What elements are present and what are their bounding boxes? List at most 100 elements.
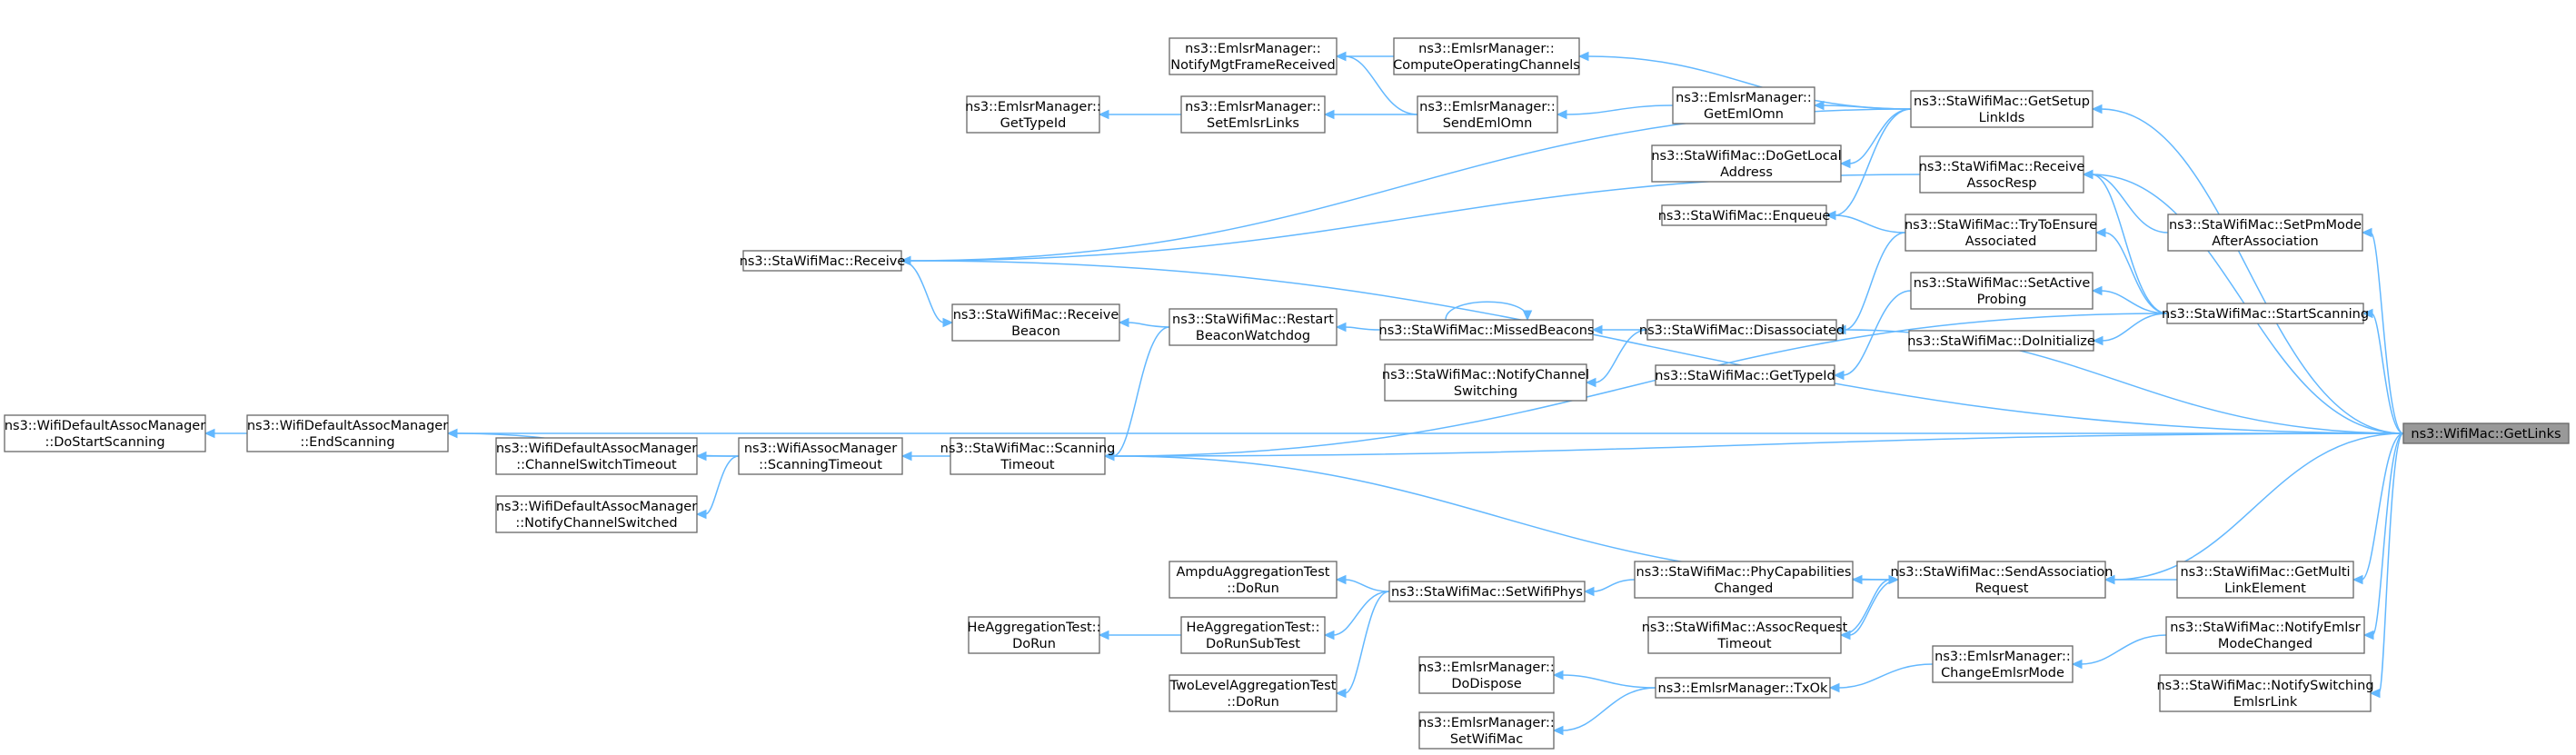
node-box <box>495 437 698 475</box>
edge-arrow <box>204 428 215 439</box>
node-eml-notifymgt[interactable]: ns3::EmlsrManager::NotifyMgtFrameReceive… <box>1169 37 1338 75</box>
node-eml-getemlomn[interactable]: ns3::EmlsrManager::GetEmlOmn <box>1672 86 1815 124</box>
edge-arrow <box>1098 109 1109 120</box>
edge-line <box>909 260 2404 434</box>
edge-arrow <box>1335 322 1347 333</box>
node-eml-dodispose[interactable]: ns3::EmlsrManager::DoDispose <box>1418 656 1555 694</box>
node-label: Beacon <box>1011 324 1060 339</box>
edge-root-to-sta-receive <box>900 255 2404 434</box>
node-eml-txok[interactable]: ns3::EmlsrManager::TxOk <box>1655 677 1831 699</box>
node-label: ::ChannelSwitchTimeout <box>516 458 677 472</box>
node-he-dorun[interactable]: HeAggregationTest::DoRun <box>968 616 1101 654</box>
node-label: DoRun <box>1012 637 1056 651</box>
node-label: ns3::StaWifiMac::DoInitialize <box>1907 334 2095 349</box>
node-label: AfterAssociation <box>2212 234 2318 249</box>
node-label: ns3::StaWifiMac::SetActive <box>1914 276 2091 291</box>
edge-arrow <box>1098 630 1109 641</box>
node-wam-scanto[interactable]: ns3::WifiAssocManager::ScanningTimeout <box>738 437 903 475</box>
node-sta-startscan[interactable]: ns3::StaWifiMac::StartScanning <box>2162 303 2369 324</box>
node-box <box>1388 581 1586 602</box>
node-box <box>1169 37 1338 75</box>
edge-arrow <box>1552 725 1564 736</box>
node-sta-missed[interactable]: ns3::StaWifiMac::MissedBeacons <box>1379 319 1595 341</box>
edge-sta-assocreqto-to-sta-sendassoc <box>1840 574 1900 636</box>
edge-sta-scanto-to-wam-scanto <box>900 451 950 462</box>
node-root[interactable]: ns3::WifiMac::GetLinks <box>2402 422 2570 444</box>
edge-arrow <box>1583 586 1595 597</box>
node-label: HeAggregationTest:: <box>968 621 1101 635</box>
node-sta-enqueue[interactable]: ns3::StaWifiMac::Enqueue <box>1658 204 1831 226</box>
edge-wdam-end-to-wdam-dostart <box>204 428 247 439</box>
edge-arrow <box>1577 51 1589 62</box>
node-box <box>1418 711 1555 750</box>
node-sta-setphys[interactable]: ns3::StaWifiMac::SetWifiPhys <box>1388 581 1586 602</box>
node-label: ns3::StaWifiMac::Disassociated <box>1639 323 1845 338</box>
edge-line <box>1565 104 1674 115</box>
edge-sta-notifyemlsr-to-eml-changemode <box>2071 634 2167 670</box>
edge-sta-getsetup-to-sta-dogetlocal <box>1839 108 1912 169</box>
edge-arrow <box>2362 308 2373 319</box>
edge-arrow <box>1556 109 1567 120</box>
node-label: ns3::EmlsrManager:: <box>965 100 1101 114</box>
node-label: ns3::EmlsrManager:: <box>1418 42 1555 56</box>
node-sta-setpm[interactable]: ns3::StaWifiMac::SetPmModeAfterAssociati… <box>2167 214 2363 252</box>
node-sta-receive[interactable]: ns3::StaWifiMac::Receive <box>740 250 906 272</box>
node-eml-sendeml[interactable]: ns3::EmlsrManager::SendEmlOmn <box>1417 95 1558 134</box>
node-ampdu-dorun[interactable]: AmpduAggregationTest::DoRun <box>1169 561 1338 599</box>
node-he-subtest[interactable]: HeAggregationTest::DoRunSubTest <box>1180 616 1326 654</box>
node-label: Request <box>1975 581 2029 596</box>
node-label: ns3::StaWifiMac::GetTypeId <box>1655 369 1835 383</box>
node-box <box>1180 95 1326 134</box>
node-label: ns3::StaWifiMac::MissedBeacons <box>1379 323 1595 338</box>
node-wdam-chswitch[interactable]: ns3::WifiDefaultAssocManager::ChannelSwi… <box>495 437 698 475</box>
node-sta-gettypeid[interactable]: ns3::StaWifiMac::GetTypeId <box>1655 364 1835 386</box>
edge-arrow <box>2352 574 2363 585</box>
node-sta-notifyswitch[interactable]: ns3::StaWifiMac::NotifySwitchingEmlsrLin… <box>2156 674 2374 712</box>
edge-eml-sendeml-to-eml-setlinks <box>1323 109 1417 120</box>
node-sta-doinit[interactable]: ns3::StaWifiMac::DoInitialize <box>1907 330 2095 352</box>
edge-arrow <box>2362 630 2374 641</box>
edge-line <box>1344 326 1381 331</box>
node-sta-disassoc[interactable]: ns3::StaWifiMac::Disassociated <box>1639 319 1845 341</box>
node-label: ns3::StaWifiMac::NotifyEmlsr <box>2170 621 2361 635</box>
edge-arrow <box>2104 574 2115 585</box>
node-label: ns3::StaWifiMac::NotifySwitching <box>2156 679 2373 693</box>
node-wdam-end[interactable]: ns3::WifiDefaultAssocManager::EndScannin… <box>246 414 449 452</box>
node-sta-scanto[interactable]: ns3::StaWifiMac::ScanningTimeout <box>940 437 1116 475</box>
edge-wam-scanto-to-wdam-chswitch <box>695 451 739 462</box>
node-box <box>1384 363 1587 402</box>
edge-arrow <box>1888 574 1900 585</box>
node-eml-changemode[interactable]: ns3::EmlsrManager::ChangeEmlsrMode <box>1932 645 2074 683</box>
node-label: Switching <box>1454 384 1517 399</box>
node-wdam-dostart[interactable]: ns3::WifiDefaultAssocManager::DoStartSca… <box>4 414 206 452</box>
node-label: ns3::StaWifiMac::StartScanning <box>2162 307 2369 322</box>
node-eml-setlinks[interactable]: ns3::EmlsrManager::SetEmlsrLinks <box>1180 95 1326 134</box>
node-twolevel-dorun[interactable]: TwoLevelAggregationTest::DoRun <box>1169 674 1338 712</box>
node-wdam-notify[interactable]: ns3::WifiDefaultAssocManager::NotifyChan… <box>495 495 698 533</box>
edge-line <box>900 260 945 323</box>
node-eml-computeop[interactable]: ns3::EmlsrManager::ComputeOperatingChann… <box>1393 37 1580 75</box>
node-box <box>1905 214 2097 252</box>
node-eml-setwifimac[interactable]: ns3::EmlsrManager::SetWifiMac <box>1418 711 1555 750</box>
node-eml-gettypeid[interactable]: ns3::EmlsrManager::GetTypeId <box>965 95 1101 134</box>
node-box <box>1169 561 1338 599</box>
node-box <box>2402 422 2570 444</box>
edge-eml-txok-to-eml-dodispose <box>1552 670 1656 689</box>
node-label: ns3::EmlsrManager:: <box>1185 42 1321 56</box>
edge-line <box>1592 579 1636 592</box>
node-label: ns3::StaWifiMac::Restart <box>1172 313 1334 327</box>
edge-arrow <box>1335 574 1347 585</box>
